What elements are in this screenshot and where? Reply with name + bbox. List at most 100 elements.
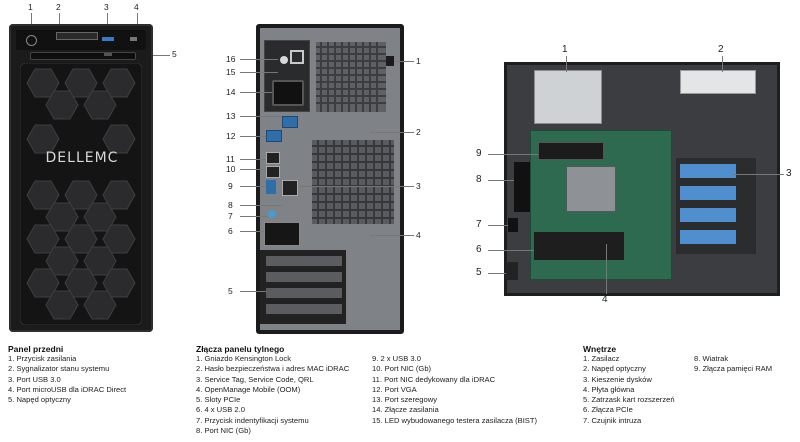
interior-legend-item: 1. Zasilacz [583,354,620,363]
rear-legend-item: 15. LED wybudowanego testera zasilacza (… [372,415,538,425]
rear-legend-title: Złącza panelu tylnego [196,344,285,354]
rear-callout-11: 11 [226,154,235,164]
interior-legend-item: 9. Złącza pamięci RAM [694,364,773,374]
psu [534,70,602,124]
front-legend-item: 3. Port USB 3.0 [8,374,61,384]
bist-led [280,56,288,64]
drive-carrier [680,164,736,178]
interior-legend-col2: 8. Wiatrak 9. Złącza pamięci RAM [694,354,772,375]
pcie-slot-cover [266,288,342,298]
rear-view: 16 15 14 13 12 11 10 9 8 7 6 5 1 2 3 4 [220,0,460,340]
drive-carrier [680,186,736,200]
rear-legend-item: 10. Port NIC (Gb) [372,364,432,374]
interior-callout-4: 4 [602,294,608,305]
front-callout-4: 4 [134,2,139,12]
rear-callout-13: 13 [226,111,236,121]
pcie-connectors [534,232,624,260]
rear-callout-3: 3 [416,181,421,191]
rear-callout-9: 9 [228,181,233,191]
fan [514,162,530,212]
rear-callout-8: 8 [228,200,233,210]
interior-legend-item: 3. Kieszenie dysków [583,374,652,384]
rear-callout-4: 4 [416,230,421,240]
serial-port [282,116,298,128]
rear-legend-item: 3. Service Tag, Service Code, QRL [196,374,314,384]
rear-legend-item: 4. OpenManage Mobile (OOM) [196,384,301,394]
dell-emc-logo: DELLEMC [45,150,119,166]
interior-legend-item: 5. Zatrzask kart rozszerzeń [583,395,675,405]
rear-callout-15: 15 [226,67,236,77]
front-legend: Panel przedni 1. Przycisk zasilania 2. S… [8,344,126,405]
rear-legend-item: 2. Hasło bezpieczeństwa i adres MAC iDRA… [196,364,350,374]
usb-port [102,37,114,41]
rear-top-vent [316,42,386,112]
interior-legend-item: 8. Wiatrak [694,354,729,363]
rear-legend: Złącza panelu tylnego 1. Gniazdo Kensing… [196,344,349,436]
front-legend-item: 5. Napęd optyczny [8,395,71,405]
rear-legend-item: 6. 4 x USB 2.0 [196,405,245,415]
rear-callout-5: 5 [228,286,233,296]
idrac-nic-port [266,152,280,164]
cpu-heatsink [566,166,616,212]
interior-callout-8: 8 [476,174,482,185]
usb3-ports [266,180,276,194]
psu-handle [290,50,304,64]
interior-callout-6: 6 [476,244,482,255]
interior-callout-9: 9 [476,148,482,159]
rear-callout-6: 6 [228,226,233,236]
front-legend-title: Panel przedni [8,344,64,354]
power-button[interactable] [26,35,37,46]
kensington-lock [386,56,394,66]
rear-callout-16: 16 [226,54,236,64]
interior-legend-item: 2. Napęd optyczny [583,364,646,374]
rear-callout-10: 10 [226,164,236,174]
rear-callout-2: 2 [416,127,421,137]
microusb-port [130,37,137,41]
front-callout-3: 3 [104,2,109,12]
optical-drive [30,52,136,60]
nic-port-2 [282,180,298,196]
rear-callout-7: 7 [228,211,233,221]
interior-legend-item: 7. Czujnik intruza [583,415,642,425]
interior-callout-5: 5 [476,267,482,278]
ram-slots [538,142,604,160]
front-legend-item: 1. Przycisk zasilania [8,354,77,363]
rear-legend-item: 13. Port szeregowy [372,395,437,405]
pcie-slot-cover [266,256,342,266]
rear-legend-item: 14. Złącze zasilania [372,405,439,415]
rear-legend-col2: 9. 2 x USB 3.0 10. Port NIC (Gb) 11. Por… [372,354,537,426]
front-callout-5: 5 [172,49,177,59]
interior-legend-item: 6. Złącza PCIe [583,405,633,415]
rear-legend-item: 1. Gniazdo Kensington Lock [196,354,291,363]
rear-legend-item: 8. Port NIC (Gb) [196,426,251,436]
front-legend-item: 4. Port microUSB dla iDRAC Direct [8,384,127,394]
interior-callout-3: 3 [786,168,792,179]
pcie-slot-cover [266,272,342,282]
vga-port [266,130,282,142]
front-callout-2: 2 [56,2,61,12]
expansion-latch [506,262,518,280]
status-indicator [56,32,98,40]
rear-legend-item: 11. Port NIC dedykowany dla iDRAC [372,374,496,384]
usb2-ports [264,222,300,246]
rear-callout-1: 1 [416,56,421,66]
rear-fan-vent [312,140,394,224]
front-top-panel [16,30,146,50]
interior-callout-1: 1 [562,44,568,55]
optical-drive-bay [680,70,756,94]
front-callout-1: 1 [28,2,33,12]
power-connector [272,80,304,106]
optical-eject-button[interactable] [104,53,112,56]
interior-legend-item: 4. Płyta główna [583,384,635,394]
system-id-button[interactable] [268,210,276,218]
rear-legend-item: 12. Port VGA [372,384,417,394]
pcie-slot-cover [266,304,342,314]
interior-callout-2: 2 [718,44,724,55]
interior-legend-title: Wnętrze [583,344,617,354]
interior-view: 1 2 3 4 9 8 7 6 5 [470,0,800,320]
nic-port-1 [266,166,280,178]
drive-carrier [680,208,736,222]
rear-callout-12: 12 [226,131,236,141]
front-view: 1 2 3 4 5 [0,0,180,340]
rear-legend-item: 5. Sloty PCIe [196,395,241,405]
